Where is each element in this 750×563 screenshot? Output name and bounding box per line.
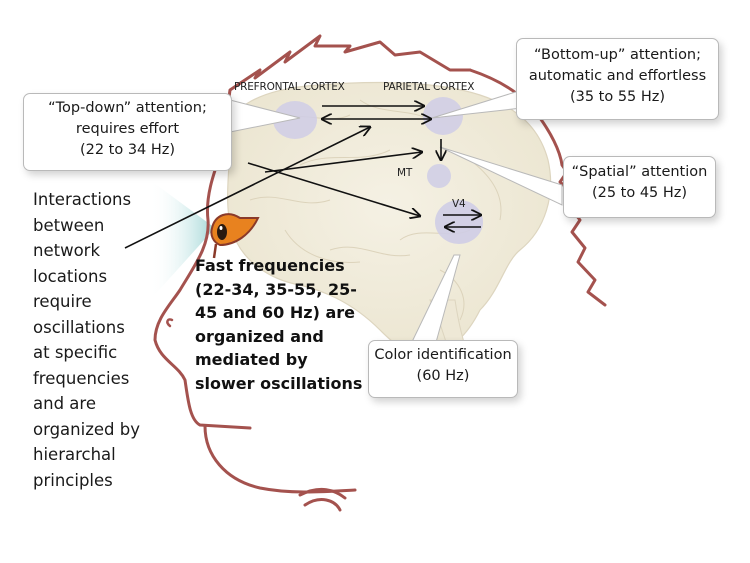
- mt-label: MT: [397, 167, 413, 179]
- text-line: organized and: [195, 326, 324, 346]
- gaze-beam: [150, 180, 215, 300]
- callout-line: automatic and effortless: [528, 68, 707, 84]
- callout-line: (22 to 34 Hz): [79, 142, 176, 158]
- prefrontal-cortex-label: PREFRONTAL CORTEX: [234, 81, 345, 93]
- text-line: frequencies: [33, 368, 130, 388]
- text-line: require: [33, 292, 92, 311]
- mt-region: [427, 164, 451, 188]
- callout-line: (60 Hz): [416, 368, 470, 384]
- callout-pointers: [229, 89, 563, 347]
- callout-line: requires effort: [75, 121, 180, 137]
- callout-line: “Top-down” attention;: [48, 100, 207, 116]
- text-line: hierarchal: [33, 445, 116, 464]
- text-line: oscillations: [33, 317, 125, 337]
- callout-line: (35 to 55 Hz): [569, 89, 666, 105]
- text-line: mediated by: [195, 350, 308, 369]
- callout-line: (25 to 45 Hz): [591, 185, 688, 201]
- text-line: and are: [33, 394, 96, 413]
- text-line: locations: [33, 266, 108, 286]
- callout-line: “Spatial” attention: [571, 164, 708, 180]
- text-line: at specific: [33, 343, 118, 362]
- eye-icon: [210, 213, 260, 259]
- arrow-interaction-upper: [124, 127, 370, 249]
- interactions-description: Interactions between network locations r…: [33, 187, 140, 493]
- connection-arrows: [124, 106, 481, 249]
- spatial-attention-callout: “Spatial” attention (25 to 45 Hz): [563, 156, 716, 218]
- color-identification-callout: Color identification (60 Hz): [368, 340, 518, 398]
- v4-label: V4: [452, 198, 466, 210]
- text-line: Interactions: [33, 190, 132, 209]
- top-down-attention-callout: “Top-down” attention; requires effort (2…: [23, 93, 232, 171]
- text-line: (22-34, 35-55, 25-: [195, 279, 357, 299]
- arrow-to-v4: [247, 162, 420, 216]
- fast-frequencies-description: Fast frequencies (22-34, 35-55, 25- 45 a…: [195, 254, 362, 395]
- bottom-up-attention-callout: “Bottom-up” attention; automatic and eff…: [516, 38, 719, 120]
- callout-line: “Bottom-up” attention;: [533, 47, 702, 63]
- text-line: network: [33, 241, 101, 260]
- text-line: organized by: [33, 419, 140, 439]
- prefrontal-cortex-region: [273, 101, 317, 139]
- text-line: between: [33, 215, 105, 235]
- text-line: slower oscillations: [195, 373, 363, 393]
- text-line: 45 and 60 Hz) are: [195, 303, 356, 322]
- text-line: Fast frequencies: [195, 256, 345, 275]
- text-line: principles: [33, 470, 113, 490]
- callout-line: Color identification: [374, 347, 512, 363]
- arrow-to-mt-level: [264, 152, 422, 173]
- head-outline: [153, 34, 607, 512]
- brain-illustration: [226, 81, 552, 361]
- parietal-cortex-label: PARIETAL CORTEX: [383, 81, 475, 93]
